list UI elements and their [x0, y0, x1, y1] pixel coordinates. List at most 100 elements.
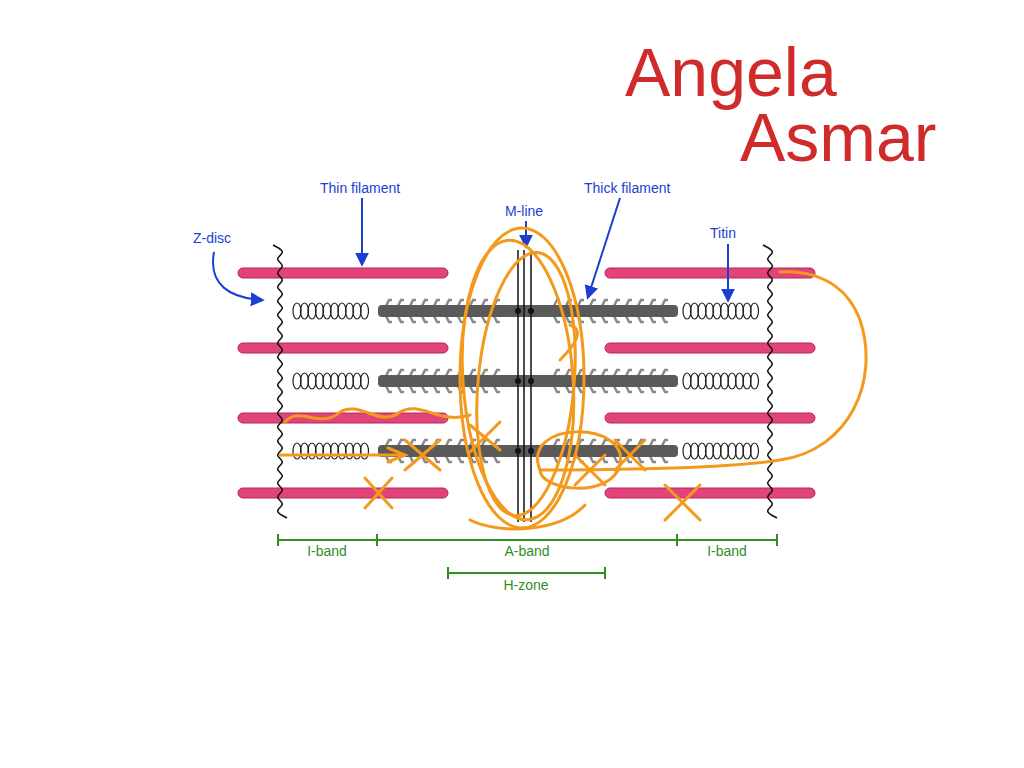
- titin-coil: [293, 443, 301, 459]
- pointer-arrow: [588, 198, 620, 297]
- structure-label: Thin filament: [320, 180, 400, 196]
- thin-filament: [238, 343, 448, 353]
- pointer-arrow: [213, 252, 262, 300]
- pointer-arrow: [525, 221, 527, 246]
- titin-coil: [293, 303, 301, 319]
- band-tick: [776, 534, 778, 546]
- thin-filament: [238, 413, 448, 423]
- titin-coil: [728, 443, 736, 459]
- m-line-dot: [515, 448, 521, 454]
- titin-coil: [323, 303, 331, 319]
- scribble-cross: [405, 440, 440, 470]
- titin-coil: [706, 303, 714, 319]
- m-line-dot: [515, 378, 521, 384]
- scribble-wave: [285, 409, 470, 422]
- titin-coil: [353, 443, 361, 459]
- titin-coil: [683, 303, 691, 319]
- titin-coil: [331, 303, 339, 319]
- titin-coil: [713, 443, 721, 459]
- scribble-stroke: [388, 448, 405, 462]
- titin-coil: [301, 303, 309, 319]
- titin-coil: [743, 373, 751, 389]
- titin-coil: [713, 303, 721, 319]
- titin-coil: [736, 373, 744, 389]
- m-line-stroke: [530, 250, 532, 522]
- band-label: I-band: [307, 543, 347, 559]
- titin-coil: [728, 373, 736, 389]
- band-tick: [447, 567, 449, 579]
- structure-label: Z-disc: [193, 230, 231, 246]
- orange-scribbles: [280, 228, 866, 529]
- titin-coil: [683, 443, 691, 459]
- m-line-dot: [515, 308, 521, 314]
- band-label: A-band: [504, 543, 549, 559]
- band-tick: [376, 534, 378, 546]
- scribble-stroke: [280, 454, 400, 457]
- titin-coil: [691, 303, 699, 319]
- scribble-cross: [365, 478, 392, 508]
- structure-label: M-line: [505, 203, 543, 219]
- titin-coil: [691, 373, 699, 389]
- m-line-dot: [528, 448, 534, 454]
- titin-coil: [691, 443, 699, 459]
- titin-coil: [301, 373, 309, 389]
- thick-filament: [378, 375, 678, 387]
- titin-coil: [698, 303, 706, 319]
- titin-coil: [713, 373, 721, 389]
- thin-filament: [605, 343, 815, 353]
- scribble-ellipse: [467, 248, 586, 519]
- titin-coil: [338, 303, 346, 319]
- handwritten-name: Angela Asmar: [625, 40, 990, 169]
- band-label: H-zone: [503, 577, 548, 593]
- scribble-cross: [665, 485, 700, 520]
- scribble-stroke: [560, 325, 577, 360]
- band-label: I-band: [707, 543, 747, 559]
- thin-filaments: [238, 268, 815, 498]
- titin-coil: [331, 373, 339, 389]
- band-line: [278, 539, 777, 541]
- titin-coil: [338, 443, 346, 459]
- scribble-loop: [538, 432, 621, 488]
- titin-coil: [346, 443, 354, 459]
- titin-coil: [308, 443, 316, 459]
- titin-coil: [736, 303, 744, 319]
- titin-coil: [323, 443, 331, 459]
- titin-coil: [353, 373, 361, 389]
- titin-coil: [293, 373, 301, 389]
- m-line-stroke: [517, 250, 519, 522]
- titin-coil: [743, 303, 751, 319]
- scribble-arc: [540, 272, 866, 470]
- thick-filaments: [378, 305, 678, 457]
- titin-coil: [698, 443, 706, 459]
- titin-coil: [751, 443, 759, 459]
- titin-coil: [736, 443, 744, 459]
- m-line-dot: [528, 308, 534, 314]
- titin-coil: [346, 373, 354, 389]
- thin-filament: [605, 413, 815, 423]
- titin-coil: [338, 373, 346, 389]
- titin-coil: [721, 443, 729, 459]
- titin-coil: [331, 443, 339, 459]
- band-line: [448, 572, 605, 574]
- thin-filament: [238, 488, 448, 498]
- structure-label: Thick filament: [584, 180, 670, 196]
- titin-coil: [751, 303, 759, 319]
- titin-coil: [706, 443, 714, 459]
- titin-coil: [706, 373, 714, 389]
- titin-coil: [721, 373, 729, 389]
- titin-coil: [346, 303, 354, 319]
- band-tick: [676, 534, 678, 546]
- titin-coil: [728, 303, 736, 319]
- m-line: [515, 250, 534, 522]
- titin-coil: [323, 373, 331, 389]
- titin-coil: [698, 373, 706, 389]
- structure-label: Titin: [710, 225, 736, 241]
- z-disc-zigzag: [763, 245, 777, 518]
- z-discs: [273, 245, 777, 518]
- titin-coil: [743, 443, 751, 459]
- titin-coil: [721, 303, 729, 319]
- band-tick: [604, 567, 606, 579]
- titin-coil: [308, 373, 316, 389]
